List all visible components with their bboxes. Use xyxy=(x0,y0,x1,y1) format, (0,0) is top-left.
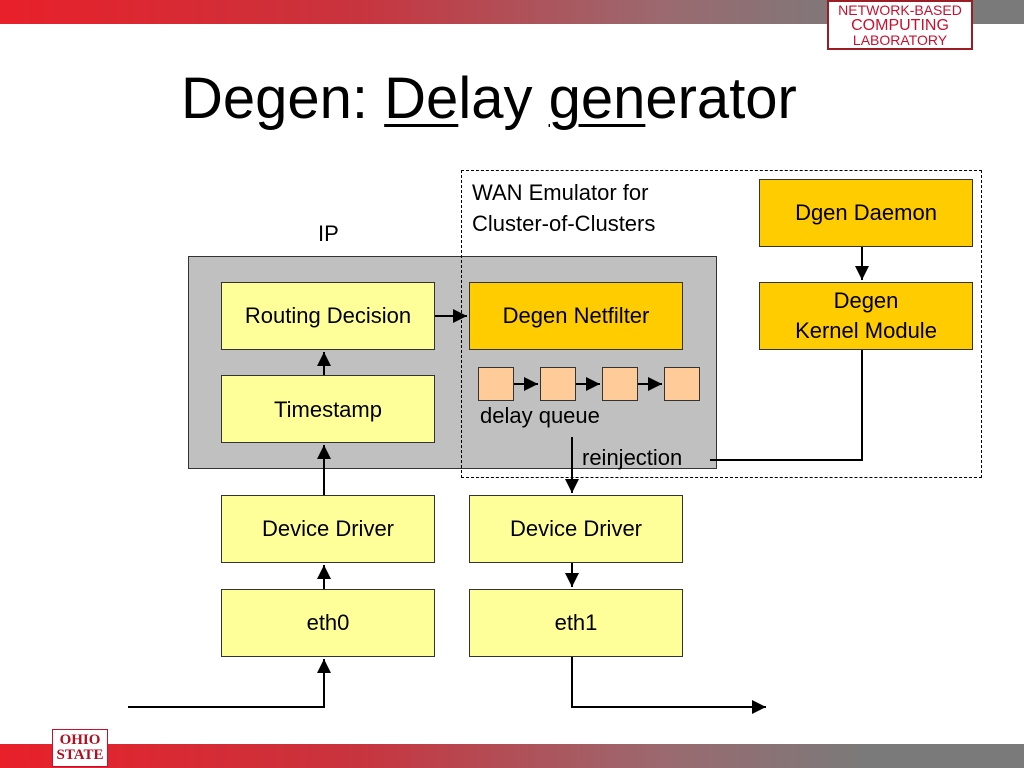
title-part-1: Degen: xyxy=(181,66,385,131)
queue-slot xyxy=(664,367,700,401)
dgen-daemon-box: Dgen Daemon xyxy=(759,179,973,247)
degen-kernel-module-box: Degen Kernel Module xyxy=(759,282,973,350)
arrow-eth1-to-output xyxy=(571,657,766,714)
title-part-4: gen xyxy=(548,66,646,131)
ip-label: IP xyxy=(318,221,339,246)
title-part-3: lay xyxy=(458,66,549,131)
osu-logo-line-2: STATE xyxy=(56,747,104,763)
lab-logo-line-2: COMPUTING xyxy=(851,17,949,34)
lab-logo-line-1: NETWORK-BASED xyxy=(838,2,962,18)
reinjection-line xyxy=(710,350,863,461)
lab-logo-line-3: LABORATORY xyxy=(852,32,948,48)
delay-queue-label: delay queue xyxy=(480,403,600,428)
title-part-2: De xyxy=(384,66,459,131)
title-part-5: erator xyxy=(645,66,797,131)
reinjection-label: reinjection xyxy=(582,445,683,470)
queue-slot xyxy=(478,367,514,401)
timestamp-box: Timestamp xyxy=(221,375,435,443)
routing-decision-box: Routing Decision xyxy=(221,282,435,350)
bottom-banner xyxy=(0,744,1024,768)
ohio-state-logo: OHIO STATE xyxy=(52,729,108,767)
wan-emulator-boundary xyxy=(461,170,982,478)
lab-logo: NETWORK-BASED COMPUTING LABORATORY xyxy=(827,0,973,50)
arrow-input-to-eth0 xyxy=(128,659,331,708)
degen-netfilter-box: Degen Netfilter xyxy=(469,282,683,350)
queue-slot xyxy=(540,367,576,401)
device-driver-right-box: Device Driver xyxy=(469,495,683,563)
wan-emulator-label-line-1: WAN Emulator for xyxy=(472,180,649,205)
queue-slot xyxy=(602,367,638,401)
eth0-box: eth0 xyxy=(221,589,435,657)
kernel-module-line-1: Degen xyxy=(833,288,899,313)
device-driver-left-box: Device Driver xyxy=(221,495,435,563)
eth1-box: eth1 xyxy=(469,589,683,657)
kernel-module-line-2: Kernel Module xyxy=(795,318,937,343)
page-title: Degen: Delay generator xyxy=(181,64,797,134)
wan-emulator-label-line-2: Cluster-of-Clusters xyxy=(472,211,656,236)
osu-logo-line-1: OHIO xyxy=(59,732,101,748)
wan-emulator-label: WAN Emulator for Cluster-of-Clusters xyxy=(472,177,655,239)
